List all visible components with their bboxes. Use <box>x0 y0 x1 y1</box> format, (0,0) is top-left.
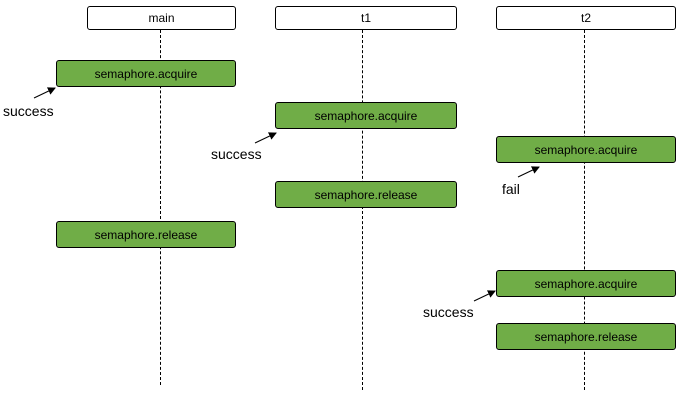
t2-release-box: semaphore.release <box>496 323 676 350</box>
main-acquire-result: success <box>3 103 54 119</box>
t1-acquire-arrow <box>254 132 277 144</box>
main-acquire-box: semaphore.acquire <box>56 60 236 87</box>
lane-header-t2: t2 <box>496 6 676 30</box>
lane-header-main: main <box>87 6 236 30</box>
t1-release-box: semaphore.release <box>275 181 457 208</box>
lane-label: main <box>148 11 175 25</box>
operation-label: semaphore.release <box>534 329 638 344</box>
operation-label: semaphore.acquire <box>314 108 418 123</box>
t1-acquire-box: semaphore.acquire <box>275 102 457 129</box>
operation-label: semaphore.release <box>94 227 198 242</box>
operation-label: semaphore.acquire <box>94 66 198 81</box>
lifeline-t2 <box>584 30 585 390</box>
main-acquire-arrow <box>33 87 56 99</box>
t2-first-acquire-arrow <box>517 166 540 178</box>
t2-acquire-success-box: semaphore.acquire <box>496 270 676 297</box>
t2-second-acquire-result: success <box>423 304 474 320</box>
lane-label: t1 <box>360 11 371 25</box>
t2-second-acquire-arrow <box>473 290 496 302</box>
lane-header-t1: t1 <box>275 6 457 30</box>
operation-label: semaphore.acquire <box>534 142 638 157</box>
t2-acquire-fail-box: semaphore.acquire <box>496 136 676 163</box>
t2-first-acquire-result: fail <box>502 181 520 197</box>
main-release-box: semaphore.release <box>56 221 236 248</box>
operation-label: semaphore.release <box>314 187 418 202</box>
t1-acquire-result: success <box>211 146 262 162</box>
lifeline-t1 <box>362 30 363 390</box>
operation-label: semaphore.acquire <box>534 276 638 291</box>
lane-label: t2 <box>580 11 591 25</box>
lifeline-main <box>160 30 161 385</box>
